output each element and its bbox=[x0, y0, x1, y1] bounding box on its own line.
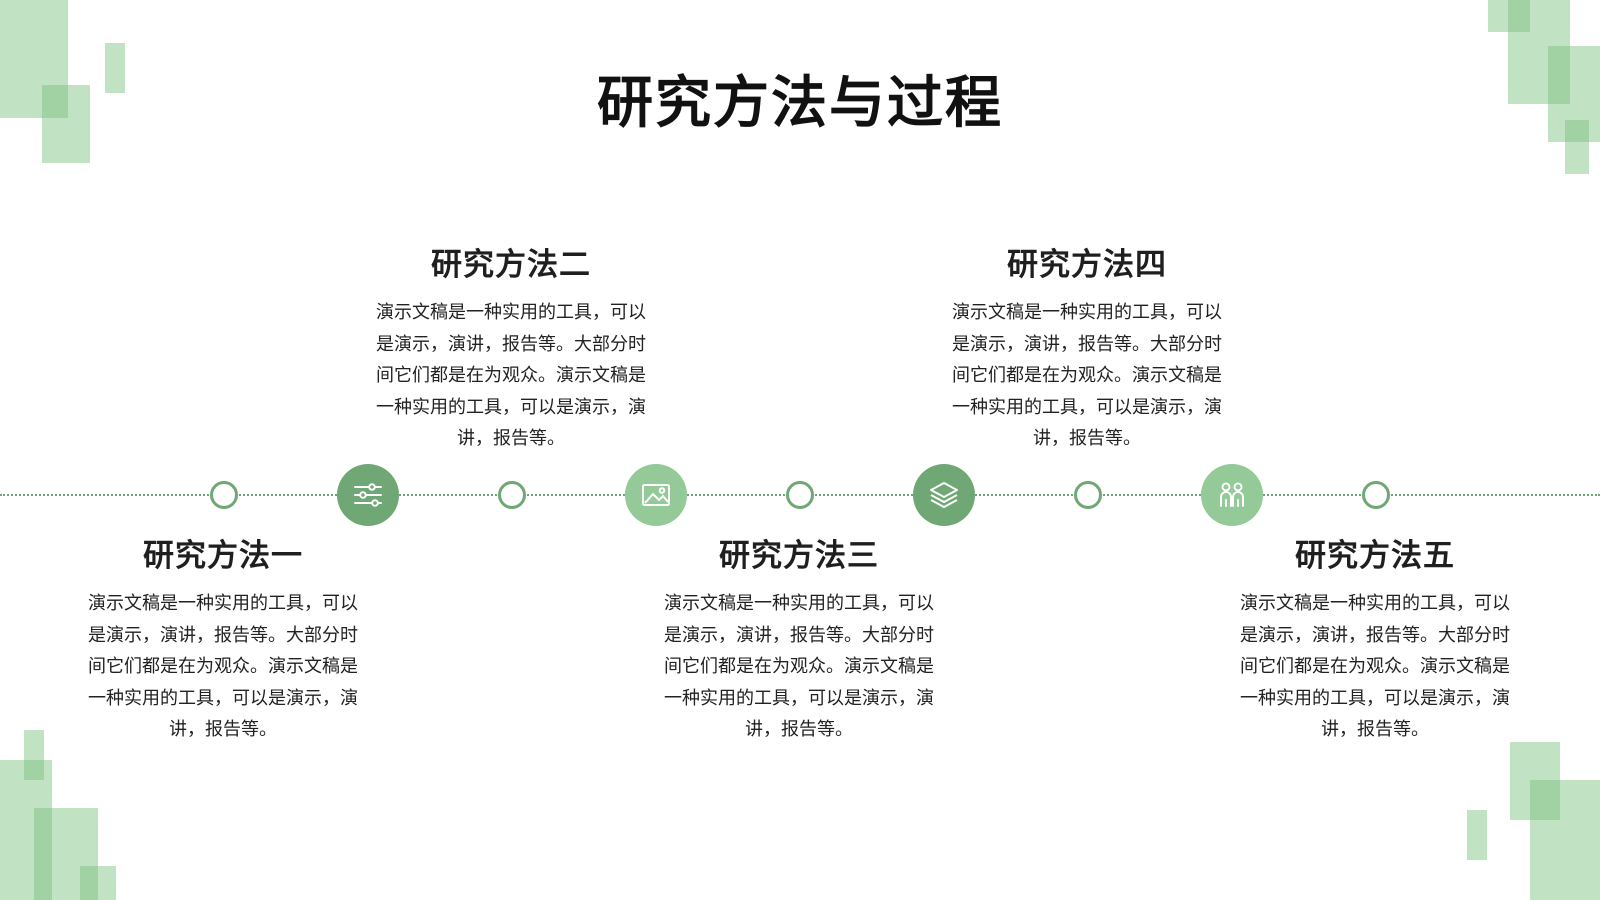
method-title: 研究方法四 bbox=[1007, 247, 1167, 283]
decor-block-bottom-right-1 bbox=[1510, 742, 1560, 820]
method-title: 研究方法三 bbox=[719, 538, 879, 574]
decor-block-bottom-left-1 bbox=[24, 730, 44, 780]
method-block-1: 研究方法一 演示文稿是一种实用的工具，可以是演示，演讲，报告等。大部分时间它们都… bbox=[73, 538, 373, 746]
timeline-node-method-3 bbox=[786, 481, 814, 509]
method-title: 研究方法五 bbox=[1295, 538, 1455, 574]
timeline-node-method-1 bbox=[210, 481, 238, 509]
layers-icon bbox=[913, 464, 975, 526]
method-block-2: 研究方法二 演示文稿是一种实用的工具，可以是演示，演讲，报告等。大部分时间它们都… bbox=[361, 247, 661, 455]
method-block-5: 研究方法五 演示文稿是一种实用的工具，可以是演示，演讲，报告等。大部分时间它们都… bbox=[1225, 538, 1525, 746]
method-block-3: 研究方法三 演示文稿是一种实用的工具，可以是演示，演讲，报告等。大部分时间它们都… bbox=[649, 538, 949, 746]
timeline-node-method-5 bbox=[1362, 481, 1390, 509]
decor-block-bottom-left-2 bbox=[0, 760, 52, 900]
method-description: 演示文稿是一种实用的工具，可以是演示，演讲，报告等。大部分时间它们都是在为观众。… bbox=[88, 593, 358, 740]
page-title: 研究方法与过程 bbox=[597, 71, 1003, 136]
method-block-4: 研究方法四 演示文稿是一种实用的工具，可以是演示，演讲，报告等。大部分时间它们都… bbox=[937, 247, 1237, 455]
decor-block-bottom-right-3 bbox=[1467, 810, 1487, 860]
timeline-node-method-2 bbox=[498, 481, 526, 509]
decor-block-top-left-2 bbox=[42, 85, 90, 163]
decor-block-top-left-3 bbox=[105, 43, 125, 93]
decor-block-bottom-left-3 bbox=[34, 808, 98, 900]
decor-block-bottom-right-2 bbox=[1530, 780, 1600, 900]
decor-block-top-right-1 bbox=[1488, 0, 1530, 32]
decor-block-top-right-3 bbox=[1548, 46, 1600, 142]
people-icon bbox=[1201, 464, 1263, 526]
timeline-node-method-4 bbox=[1074, 481, 1102, 509]
decor-block-top-right-2 bbox=[1508, 0, 1570, 104]
decor-block-top-right-4 bbox=[1565, 120, 1589, 174]
method-description: 演示文稿是一种实用的工具，可以是演示，演讲，报告等。大部分时间它们都是在为观众。… bbox=[1240, 593, 1510, 740]
method-title: 研究方法一 bbox=[143, 538, 303, 574]
image-icon bbox=[625, 464, 687, 526]
sliders-icon bbox=[337, 464, 399, 526]
method-description: 演示文稿是一种实用的工具，可以是演示，演讲，报告等。大部分时间它们都是在为观众。… bbox=[952, 302, 1222, 449]
decor-block-bottom-left-4 bbox=[80, 866, 116, 900]
decor-block-top-left-1 bbox=[0, 0, 68, 118]
method-description: 演示文稿是一种实用的工具，可以是演示，演讲，报告等。大部分时间它们都是在为观众。… bbox=[376, 302, 646, 449]
method-description: 演示文稿是一种实用的工具，可以是演示，演讲，报告等。大部分时间它们都是在为观众。… bbox=[664, 593, 934, 740]
method-title: 研究方法二 bbox=[431, 247, 591, 283]
